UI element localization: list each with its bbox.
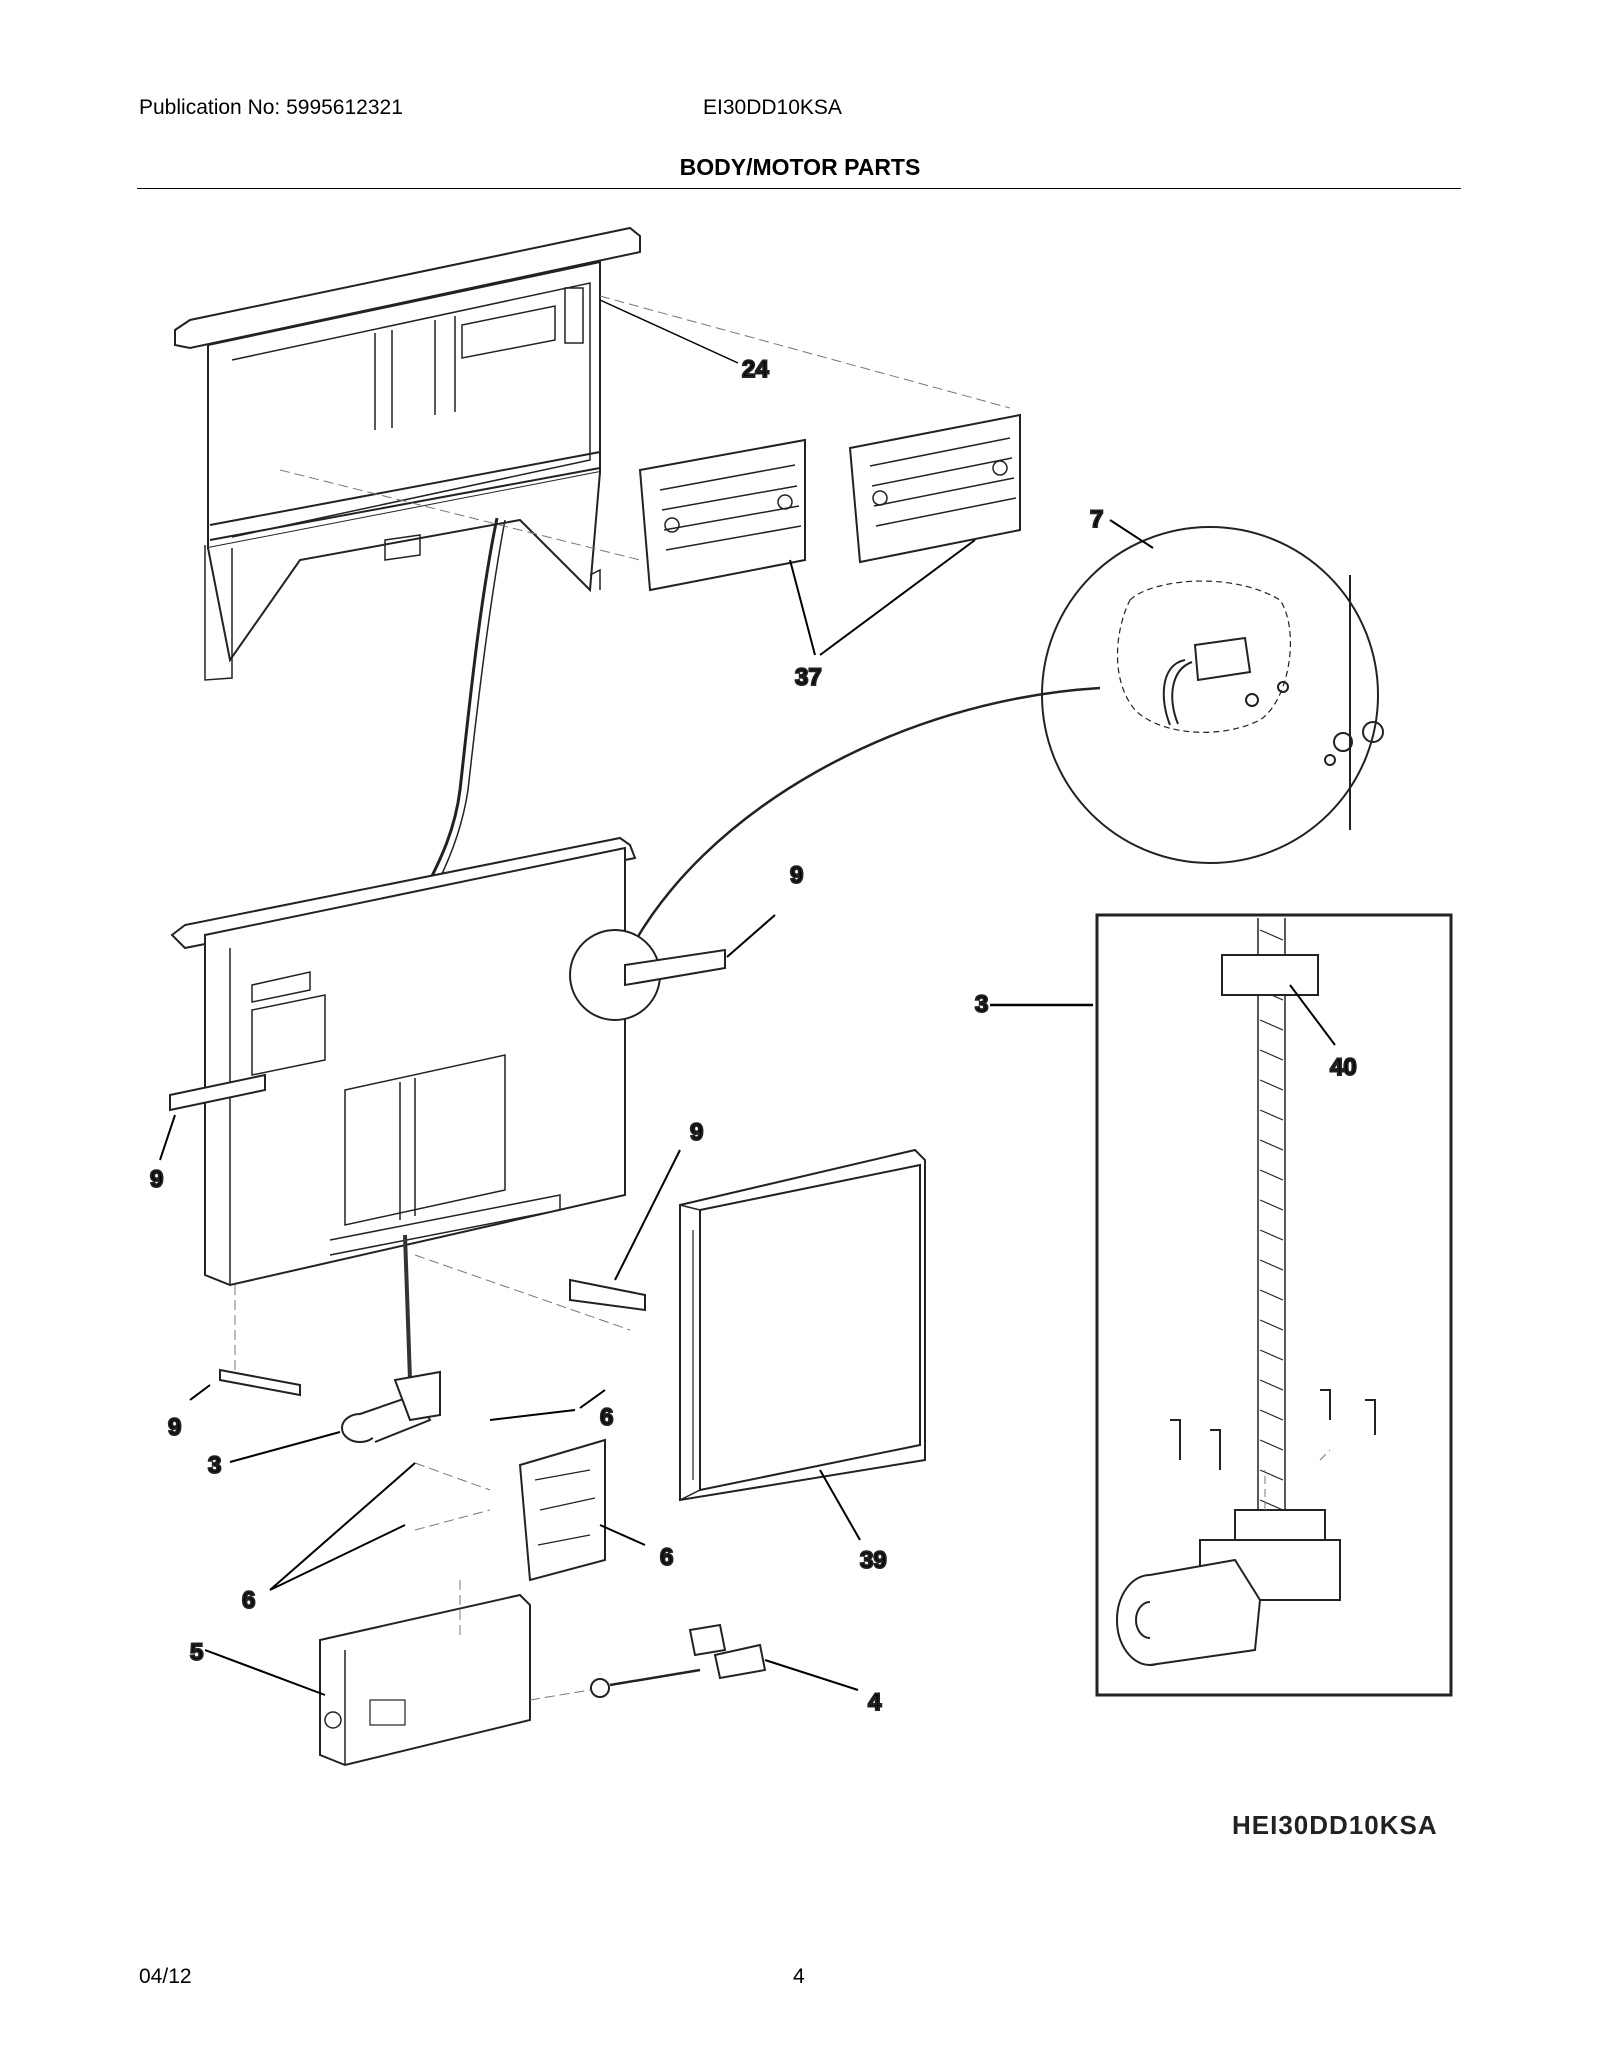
callout-6-left: 6: [242, 1587, 255, 1614]
callout-39: 39: [860, 1547, 887, 1574]
diagram-id: HEI30DD10KSA: [1232, 1810, 1438, 1840]
lower-parts: [189, 1368, 859, 1767]
callout-24: 24: [742, 356, 769, 383]
model-number: EI30DD10KSA: [703, 96, 842, 119]
grille-panels: [638, 413, 1021, 656]
callout-9-mid: 9: [690, 1119, 703, 1146]
callout-3-inset: 3: [975, 991, 988, 1018]
callout-3-motor: 3: [208, 1452, 221, 1479]
top-body-housing: [174, 226, 1011, 883]
page-number: 4: [793, 1965, 805, 1988]
callout-9-left: 9: [150, 1166, 163, 1193]
callout-40: 40: [1330, 1054, 1357, 1081]
callout-6-right: 6: [660, 1544, 673, 1571]
callout-37: 37: [795, 664, 822, 691]
callout-7: 7: [1090, 506, 1103, 533]
callout-4: 4: [868, 1689, 882, 1716]
callout-9-upper: 9: [790, 862, 803, 889]
callout-9-lower: 9: [168, 1414, 181, 1441]
header-divider: [137, 188, 1461, 189]
page-title: BODY/MOTOR PARTS: [679, 154, 921, 180]
callout-5: 5: [190, 1639, 203, 1666]
box-assembly-39: [569, 1148, 926, 1541]
callout-6-top: 6: [600, 1404, 613, 1431]
publication-number: Publication No: 5995612321: [139, 96, 403, 119]
footer-date: 04/12: [139, 1965, 192, 1988]
main-body-panel: [159, 836, 776, 1381]
detail-circle-7: [623, 519, 1384, 961]
motor-inset-3: [990, 913, 1453, 1697]
